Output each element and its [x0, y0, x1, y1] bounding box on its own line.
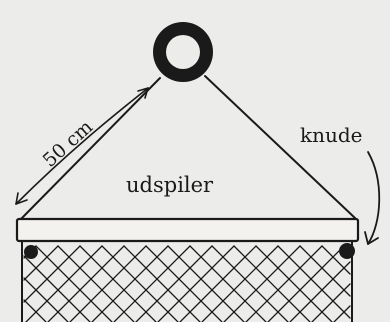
- spreader-bar: [17, 219, 358, 241]
- spreader-label: udspiler: [126, 173, 214, 197]
- hanging-ring: [153, 22, 213, 82]
- ring-hole: [166, 35, 200, 69]
- left-knot: [24, 245, 38, 259]
- knot-label: knude: [300, 123, 363, 147]
